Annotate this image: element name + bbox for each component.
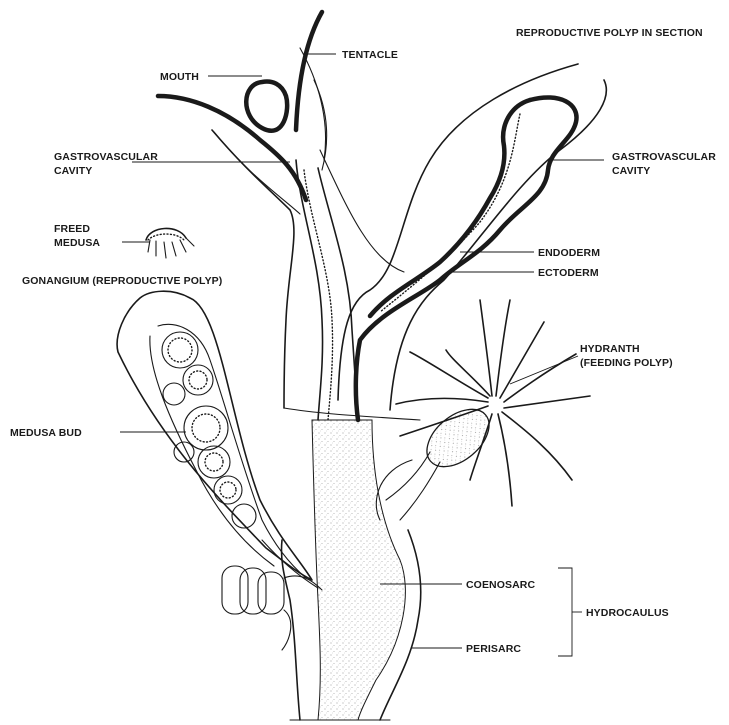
label-hydranth: HYDRANTH	[580, 343, 640, 355]
freed-medusa	[146, 228, 194, 258]
diagram-title: REPRODUCTIVE POLYP IN SECTION	[516, 27, 703, 39]
label-coenosarc: COENOSARC	[466, 579, 535, 591]
hydranth	[376, 300, 590, 520]
hydrocaulus-stalk	[281, 408, 420, 720]
label-gastrovascular-cavity-left-2: CAVITY	[54, 165, 92, 177]
stolon-coils	[222, 566, 322, 650]
label-mouth: MOUTH	[160, 71, 199, 83]
coenosarc-tissue	[312, 420, 405, 720]
label-gonangium: GONANGIUM (REPRODUCTIVE POLYP)	[22, 275, 222, 287]
label-hydranth-2: (FEEDING POLYP)	[580, 357, 673, 369]
label-gastrovascular-cavity-right: GASTROVASCULAR	[612, 151, 716, 163]
reproductive-polyp-section	[158, 12, 606, 420]
label-hydrocaulus: HYDROCAULUS	[586, 607, 669, 619]
label-freed-medusa: FREED	[54, 223, 90, 235]
label-tentacle: TENTACLE	[342, 49, 398, 61]
label-perisarc: PERISARC	[466, 643, 521, 655]
label-freed-medusa-2: MEDUSA	[54, 237, 100, 249]
hydranth-body	[416, 398, 499, 478]
gonangium	[117, 291, 318, 588]
label-gastrovascular-cavity-right-2: CAVITY	[612, 165, 650, 177]
hydranth-tentacles	[396, 300, 590, 506]
label-endoderm: ENDODERM	[538, 247, 600, 259]
label-medusa-bud: MEDUSA BUD	[10, 427, 82, 439]
label-gastrovascular-cavity-left: GASTROVASCULAR	[54, 151, 158, 163]
label-ectoderm: ECTODERM	[538, 267, 599, 279]
